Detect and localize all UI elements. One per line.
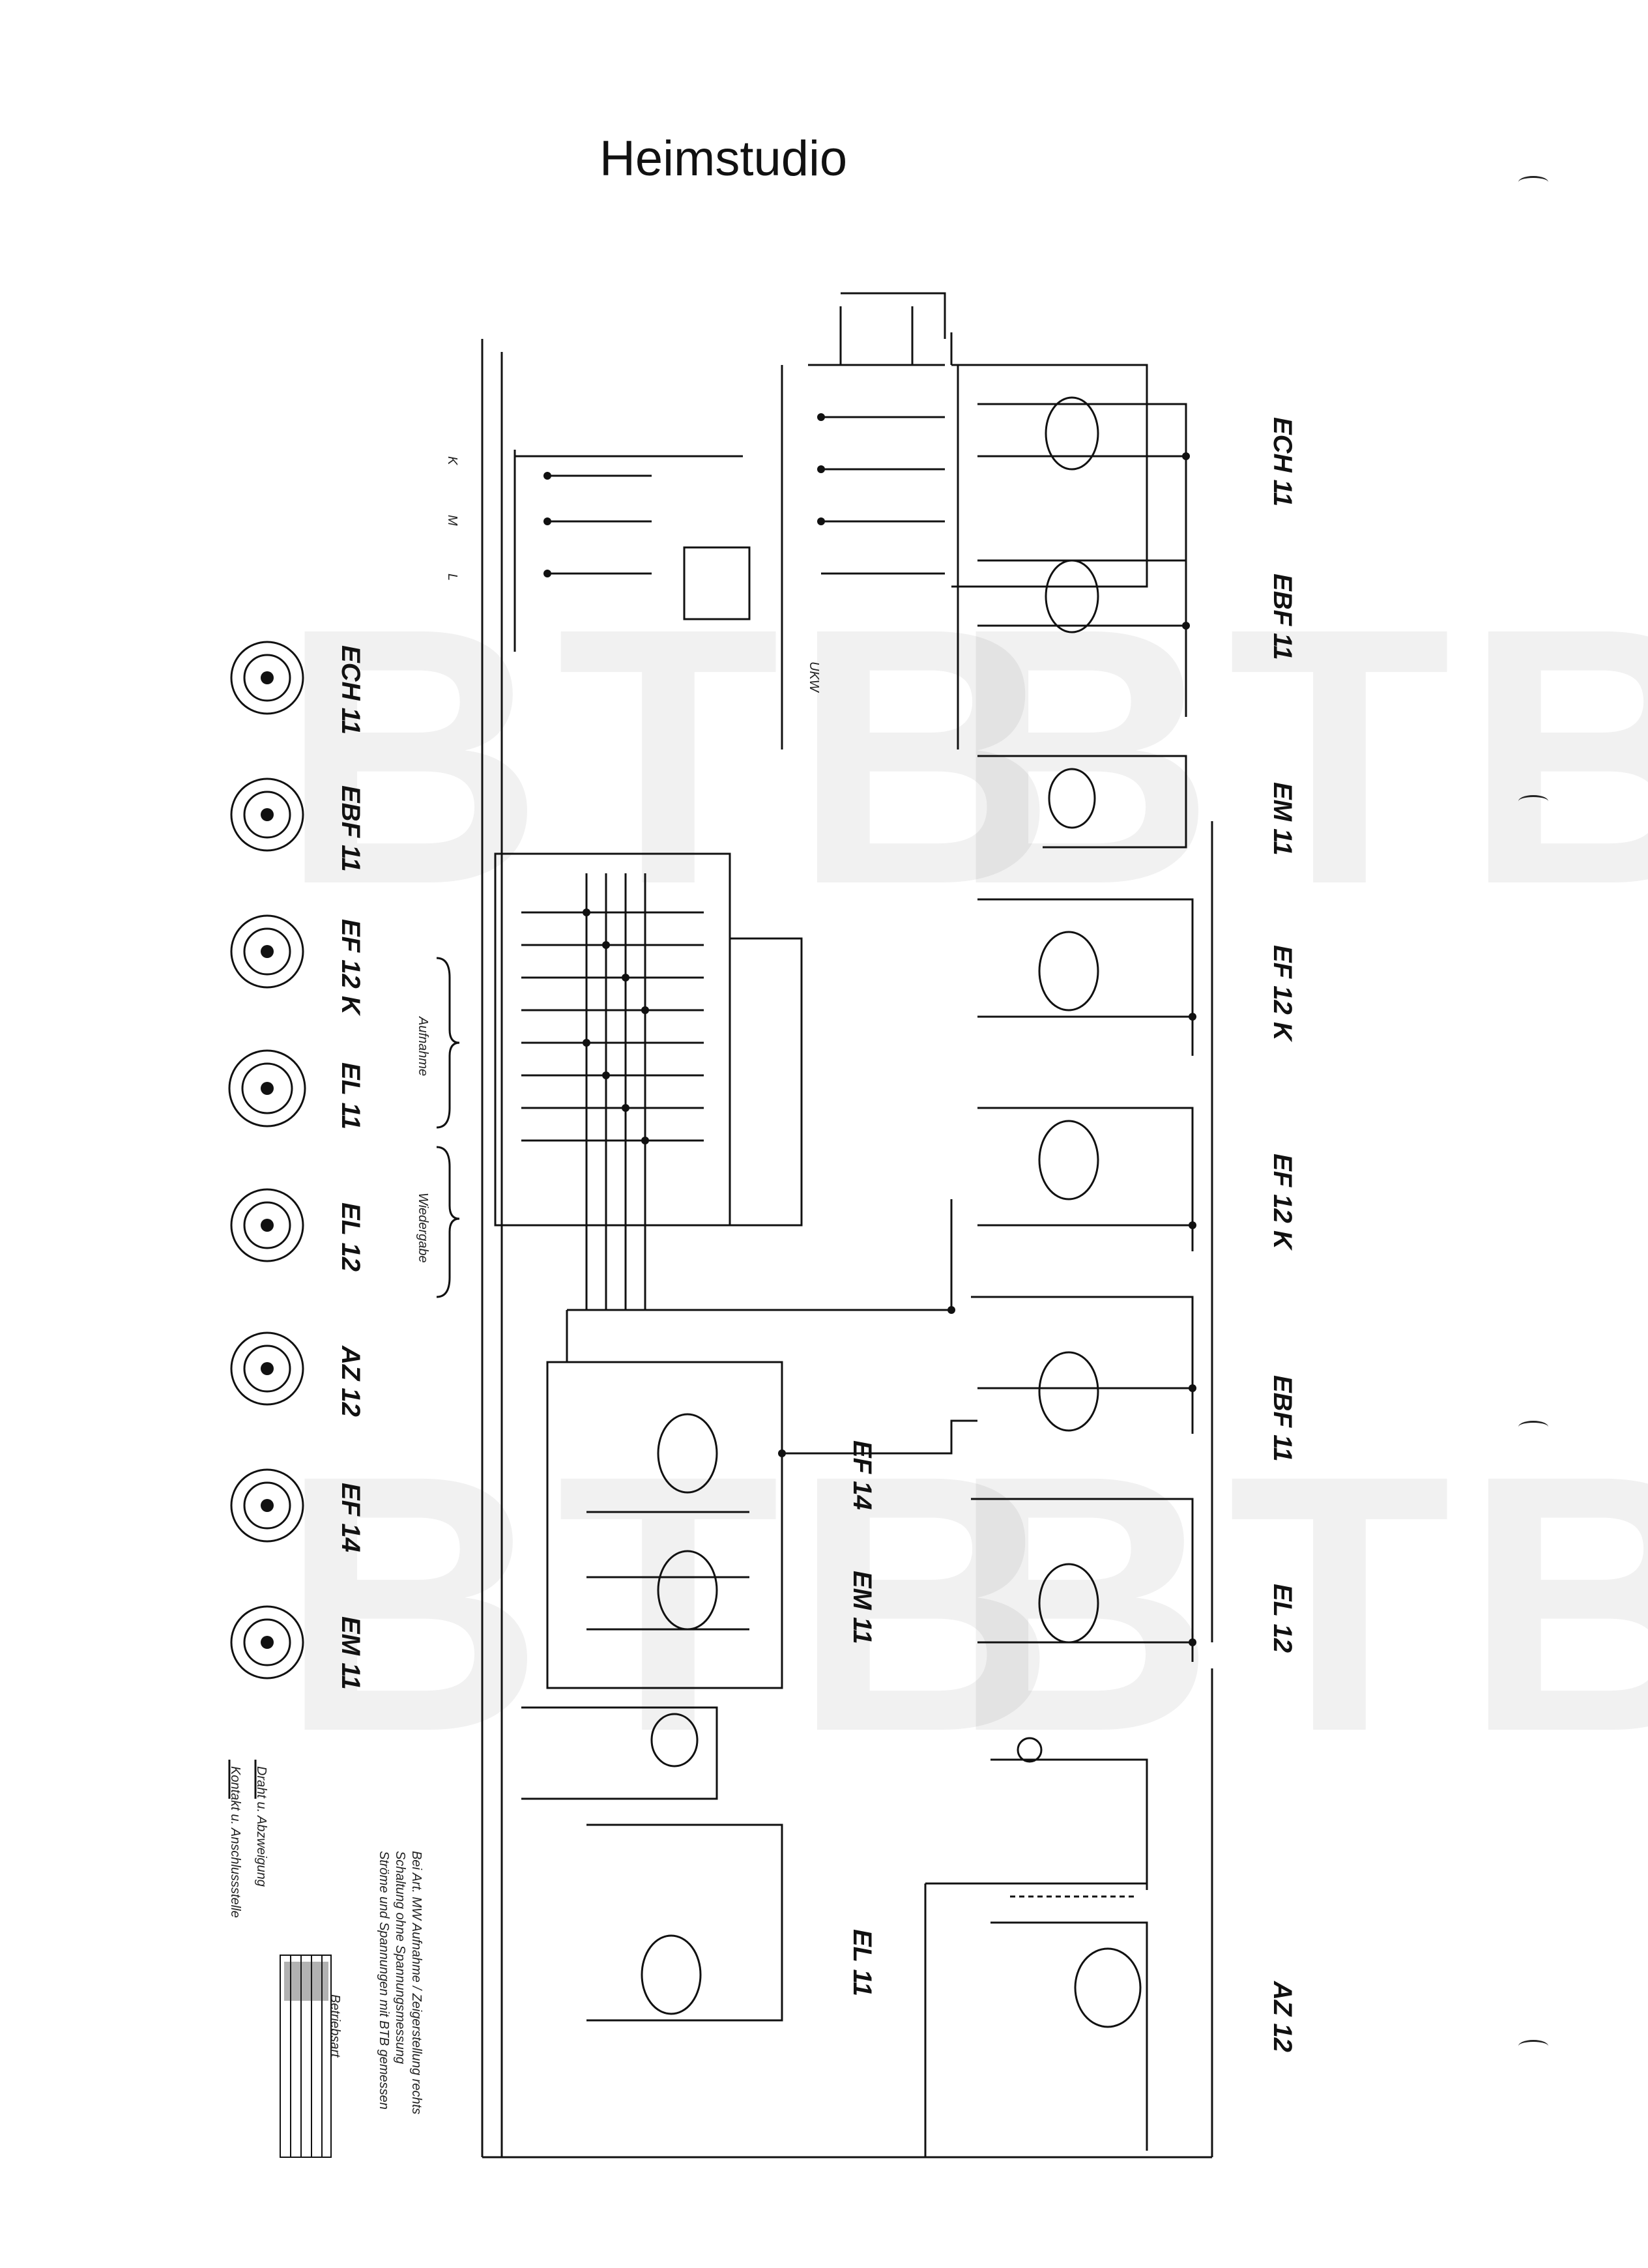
margin-mark-3 xyxy=(1518,1421,1548,1433)
band-label-l: L xyxy=(445,574,459,581)
watermark-top-left: BTB xyxy=(280,552,1069,960)
stage-label-right-4: EF 12 K xyxy=(1268,945,1297,1041)
table-title: Betriebsart xyxy=(328,1994,342,2057)
stage-label-right-3: EM 11 xyxy=(1268,782,1297,856)
band-label-m: M xyxy=(445,515,459,526)
footnote-2: Schaltung ohne Spannungsmessung xyxy=(393,1851,407,2064)
margin-mark-1 xyxy=(1518,176,1548,188)
band-label-ukw: UKW xyxy=(807,662,821,692)
stage-label-right-2: EBF 11 xyxy=(1268,574,1297,660)
stage-label-right-6: EBF 11 xyxy=(1268,1375,1297,1462)
socket-label-3: EF 12 K xyxy=(336,919,365,1015)
stage-label-right-5: EF 12 K xyxy=(1268,1154,1297,1249)
note-wiedergabe: Wiedergabe xyxy=(416,1193,430,1263)
stage-label-right-1: ECH 11 xyxy=(1268,417,1297,507)
legend-contact: Kontakt u. Anschlussstelle xyxy=(228,1766,242,1918)
socket-label-8: EM 11 xyxy=(336,1616,365,1690)
note-aufnahme: Aufnahme xyxy=(416,1017,430,1077)
socket-label-2: EBF 11 xyxy=(336,785,365,872)
margin-mark-4 xyxy=(1518,2040,1548,2052)
footnote-3: Bei Art. MW Aufnahme / Zeigerstellung re… xyxy=(409,1851,424,2115)
stage-label-middle-3: EL 11 xyxy=(848,1929,876,1997)
stage-label-middle-1: EF 14 xyxy=(848,1440,876,1510)
stage-label-right-7: EL 12 xyxy=(1268,1584,1297,1653)
watermark-bottom-right: BTB xyxy=(951,1399,1648,1807)
page-title: Heimstudio xyxy=(600,131,848,186)
socket-label-6: AZ 12 xyxy=(336,1346,365,1417)
legend-wire: Draht u. Abzweigung xyxy=(254,1766,268,1887)
band-label-k: K xyxy=(445,456,459,465)
footnote-1: Ströme und Spannungen mit BTB gemessen xyxy=(377,1851,391,2110)
socket-label-7: EF 14 xyxy=(336,1483,365,1552)
socket-label-5: EL 12 xyxy=(336,1202,365,1272)
stage-label-right-8: AZ 12 xyxy=(1268,1981,1297,2052)
socket-label-4: EL 11 xyxy=(336,1062,365,1130)
stage-label-middle-2: EM 11 xyxy=(848,1571,876,1644)
margin-mark-2 xyxy=(1518,795,1548,807)
socket-label-1: ECH 11 xyxy=(336,645,365,735)
